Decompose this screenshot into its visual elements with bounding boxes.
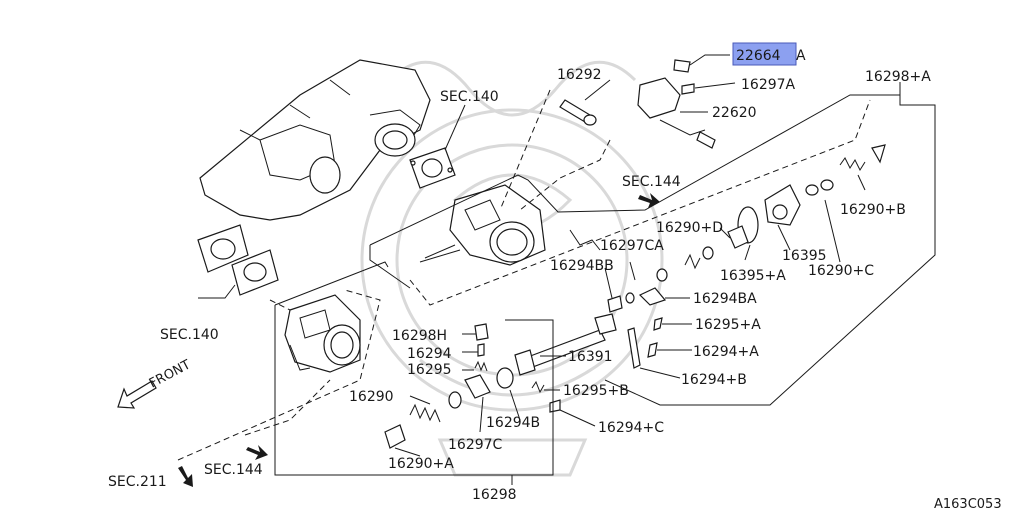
callout-labels: 22664 A 16292 16297A 22620 16298+A SEC.1… [108, 48, 1002, 511]
label-16298: 16298 [472, 487, 517, 503]
label-16295A: 16295+A [695, 317, 761, 333]
intake-manifold [199, 59, 431, 221]
throttle-body-upper [419, 184, 546, 266]
label-sec140-top: SEC.140 [440, 89, 499, 105]
label-front: FRONT [147, 357, 193, 391]
label-16297C: 16297C [448, 437, 503, 453]
label-16295B: 16295+B [563, 383, 629, 399]
label-16290: 16290 [349, 389, 394, 405]
leader-lines [198, 54, 901, 485]
label-22664: 22664 [736, 48, 781, 64]
label-16292: 16292 [557, 67, 602, 83]
label-16294B-plus: 16294+B [681, 372, 747, 388]
phantom-lines [177, 89, 871, 461]
label-16294C: 16294+C [598, 420, 664, 436]
label-16395A: 16395+A [720, 268, 786, 284]
label-sec211: SEC.211 [108, 474, 167, 490]
label-sec144-mid: SEC.144 [622, 174, 681, 190]
label-22620: 22620 [712, 105, 757, 121]
front-arrow [117, 380, 157, 409]
highlight-box-22664 [732, 42, 797, 66]
label-16294BA: 16294BA [693, 291, 757, 307]
label-16290B: 16290+B [840, 202, 906, 218]
direction-arrows [117, 193, 660, 487]
bolt-16292 [559, 99, 597, 126]
label-sec140-left: SEC.140 [160, 327, 219, 343]
gasket-upper [409, 147, 456, 189]
label-16298A-top: 16298+A [865, 69, 931, 85]
sec211-arrow [178, 466, 193, 487]
sec144-low-arrow [246, 445, 268, 460]
label-16290C: 16290+C [808, 263, 874, 279]
gasket-left-1 [197, 224, 249, 273]
diagram-code: A163C053 [934, 497, 1002, 511]
shaft-16391 [514, 313, 617, 376]
gasket-left-2 [231, 249, 279, 296]
label-16295: 16295 [407, 362, 452, 378]
sensor-22620 [637, 59, 716, 149]
throttle-body-lower [284, 294, 361, 373]
label-sec144-low: SEC.144 [204, 462, 263, 478]
label-16294B: 16294B [486, 415, 540, 431]
label-16290D: 16290+D [656, 220, 723, 236]
label-16294: 16294 [407, 346, 452, 362]
label-22664-suffix: A [796, 48, 806, 64]
label-16294A: 16294+A [693, 344, 759, 360]
label-16391: 16391 [568, 349, 613, 365]
label-16395: 16395 [782, 248, 827, 264]
label-16298H: 16298H [392, 328, 447, 344]
label-16297A: 16297A [741, 77, 796, 93]
label-16297CA: 16297CA [600, 238, 664, 254]
label-16290A: 16290+A [388, 456, 454, 472]
right-parts [607, 144, 886, 369]
sec144-mid-arrow [638, 193, 660, 208]
label-16294BB: 16294BB [550, 258, 614, 274]
